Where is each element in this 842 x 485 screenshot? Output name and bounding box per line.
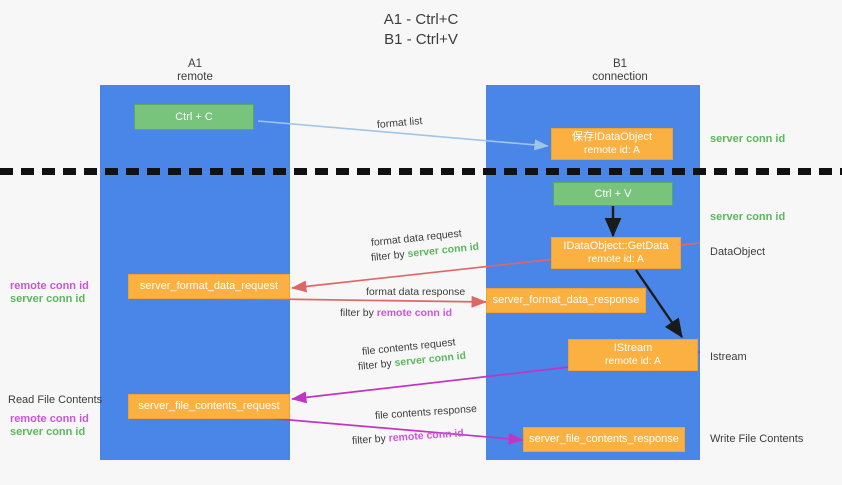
lane-a1-name: A1: [187, 58, 203, 70]
diagram-title: A1 - Ctrl+C B1 - Ctrl+V: [0, 10, 842, 50]
title-line-2: B1 - Ctrl+V: [384, 31, 458, 48]
node-server-format-data-request[interactable]: server_format_data_request: [128, 274, 290, 299]
filter-prefix: filter by: [370, 248, 409, 264]
node-server-file-contents-response-label: server_file_contents_response: [529, 433, 679, 445]
node-ctrl-v-label: Ctrl + V: [594, 187, 632, 200]
phase-divider: [0, 168, 842, 175]
node-getdata-line2: remote id: A: [587, 253, 645, 265]
node-ctrl-c[interactable]: Ctrl + C: [134, 104, 254, 130]
node-getdata-line1: IDataObject::GetData: [563, 240, 669, 252]
edge-label-format-data-response-filter: filter by remote conn id: [340, 306, 452, 320]
right-label-istream: Istream: [710, 351, 747, 363]
node-save-idataobject[interactable]: 保存IDataObject remote id: A: [551, 128, 673, 160]
filter-prefix: filter by: [351, 432, 390, 447]
right-label-write-file-contents: Write File Contents: [710, 433, 804, 445]
filter-value-remote-conn-id: remote conn id: [376, 307, 453, 319]
left-label-remote-conn-id-2: remote conn id: [10, 413, 89, 425]
right-label-dataobject: DataObject: [710, 246, 766, 258]
filter-prefix: filter by: [340, 307, 377, 319]
node-save-idataobject-line2: remote id: A: [583, 144, 641, 156]
node-server-file-contents-request[interactable]: server_file_contents_request: [128, 394, 290, 419]
lane-b1-subtitle: connection: [592, 71, 648, 83]
right-label-server-conn-id-mid: server conn id: [710, 211, 786, 223]
node-ctrl-c-label: Ctrl + C: [175, 110, 213, 123]
node-istream[interactable]: IStream remote id: A: [568, 339, 698, 371]
left-label-read-file-contents: Read File Contents: [8, 394, 103, 406]
lane-a1-subtitle: remote: [177, 71, 213, 83]
node-idataobject-getdata[interactable]: IDataObject::GetData remote id: A: [551, 237, 681, 269]
edge-label-format-data-response-text: format data response: [366, 286, 466, 298]
arrow-getdata-to-istream: [635, 269, 683, 338]
node-save-idataobject-line1: 保存IDataObject: [571, 131, 653, 143]
edge-label-format-data-response: format data response: [366, 285, 465, 299]
node-server-format-data-response[interactable]: server_format_data_response: [486, 288, 646, 313]
left-label-server-conn-id-1: server conn id: [10, 293, 86, 305]
left-label-server-conn-id-2: server conn id: [10, 426, 86, 438]
node-server-file-contents-response[interactable]: server_file_contents_response: [523, 427, 685, 452]
node-istream-line1: IStream: [613, 342, 653, 354]
title-line-1: A1 - Ctrl+C: [383, 11, 459, 28]
arrow-format-list: [257, 120, 549, 151]
node-server-format-data-request-label: server_format_data_request: [139, 280, 279, 292]
edge-label-format-list-text: format list: [376, 115, 423, 131]
node-server-format-data-response-label: server_format_data_response: [492, 294, 640, 306]
lane-header-a1: A1 remote: [120, 58, 270, 84]
node-istream-line2: remote id: A: [604, 355, 662, 367]
node-server-file-contents-request-label: server_file_contents_request: [138, 400, 280, 412]
node-ctrl-v[interactable]: Ctrl + V: [553, 182, 673, 206]
right-label-server-conn-id-top: server conn id: [710, 133, 786, 145]
filter-prefix: filter by: [357, 357, 396, 373]
left-label-remote-conn-id-1: remote conn id: [10, 280, 89, 292]
lane-b1-name: B1: [612, 58, 628, 70]
lane-header-b1: B1 connection: [545, 58, 695, 84]
